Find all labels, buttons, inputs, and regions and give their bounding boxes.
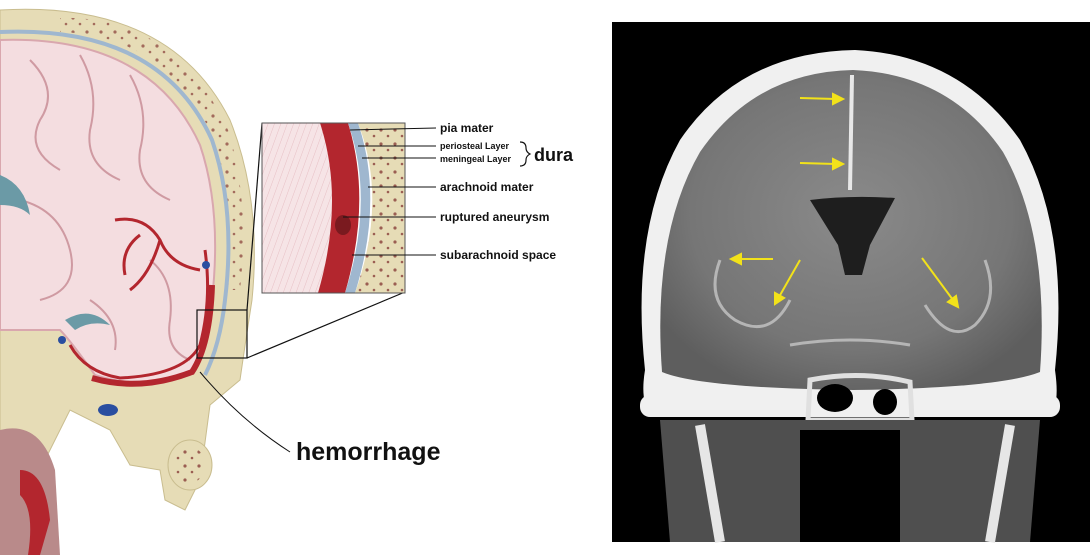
vessel-dot (202, 261, 210, 269)
vessel-dot-lower (58, 336, 66, 344)
label-ruptured-aneurysm: ruptured aneurysm (440, 210, 549, 224)
zoom-inset (262, 123, 405, 293)
label-subarachnoid-space: subarachnoid space (440, 248, 556, 262)
label-meningeal-layer: meningeal Layer (440, 154, 512, 164)
ct-sinus-left (817, 384, 853, 412)
ruptured-aneurysm-sac (335, 215, 351, 235)
label-dura: dura (534, 145, 574, 165)
ct-nasal-cavity (800, 430, 900, 542)
label-hemorrhage: hemorrhage (296, 438, 441, 466)
mastoid-texture (175, 447, 205, 483)
label-periosteal-layer: periosteal Layer (440, 141, 510, 151)
ct-sinus-right (873, 389, 897, 415)
ct-scan (612, 22, 1090, 542)
ct-falx (850, 75, 852, 190)
label-pia-mater: pia mater (440, 121, 494, 135)
vessel-blue (98, 404, 118, 416)
zoom-line-bottom (247, 292, 405, 358)
anatomy-illustration: pia mater periosteal Layer meningeal Lay… (0, 9, 574, 555)
label-arachnoid-mater: arachnoid mater (440, 180, 534, 194)
